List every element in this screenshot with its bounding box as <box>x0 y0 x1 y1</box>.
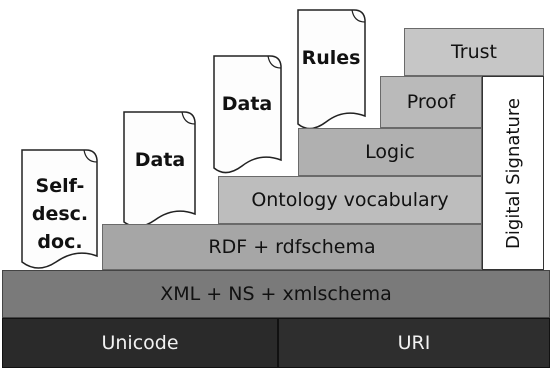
layer-ontology-vocabulary: Ontology vocabulary <box>218 176 482 224</box>
layer-label: XML + NS + xmlschema <box>160 283 392 305</box>
layer-label: Logic <box>365 141 415 163</box>
layer-label: Ontology vocabulary <box>251 189 449 211</box>
layer-label: Proof <box>406 91 456 113</box>
layer-digital-signature: Digital Signature <box>482 76 544 270</box>
layer-trust: Trust <box>404 28 544 76</box>
layer-logic: Logic <box>298 128 482 176</box>
document-self-desc: Self- desc. doc. <box>21 149 98 269</box>
layer-label: URI <box>397 332 431 354</box>
page-fold <box>181 111 196 125</box>
layer-proof: Proof <box>380 76 482 128</box>
document-label: Data <box>222 93 273 115</box>
document-page-icon <box>213 55 282 174</box>
document-label-line: doc. <box>37 231 82 253</box>
document-rules: Rules <box>297 9 366 130</box>
page-fold <box>267 55 282 69</box>
page-fold <box>83 149 98 163</box>
document-page-icon <box>297 9 366 130</box>
document-data-1: Data <box>123 111 196 228</box>
document-label-line: desc. <box>32 203 88 225</box>
layer-label: Unicode <box>101 332 179 354</box>
page-fold <box>351 9 366 23</box>
document-label: Rules <box>302 47 361 69</box>
document-data-2: Data <box>213 55 282 174</box>
document-page-icon <box>21 149 98 269</box>
layer-label: Trust <box>450 41 497 63</box>
layer-uri: URI <box>278 318 550 368</box>
layer-xml: XML + NS + xmlschema <box>2 270 550 318</box>
layer-label: Digital Signature <box>502 97 524 249</box>
layer-rdf: RDF + rdfschema <box>102 224 482 270</box>
document-label-line: Self- <box>36 175 85 197</box>
layer-label: RDF + rdfschema <box>208 236 376 258</box>
layer-unicode: Unicode <box>2 318 278 368</box>
document-label: Data <box>135 149 186 171</box>
